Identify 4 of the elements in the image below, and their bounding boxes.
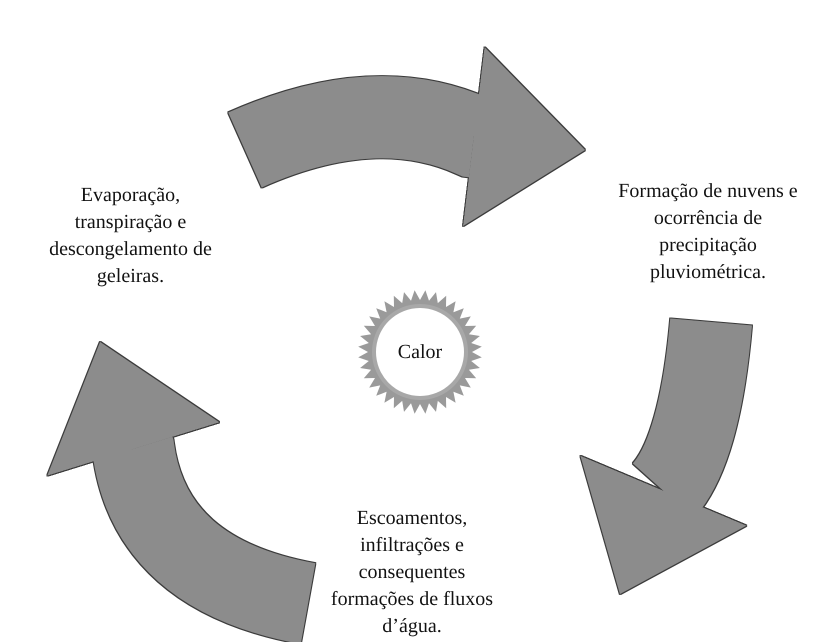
step-description: Escoamentos, infiltrações e consequentes formações de fluxos d’água. bbox=[330, 506, 494, 639]
step-description: Formação de nuvens e ocorrência de precipitação pluviométrica. bbox=[617, 179, 799, 285]
node-label: Calor bbox=[398, 340, 442, 364]
step-description: Evaporação, transpiração e descongelamento de geleiras. bbox=[48, 183, 213, 289]
